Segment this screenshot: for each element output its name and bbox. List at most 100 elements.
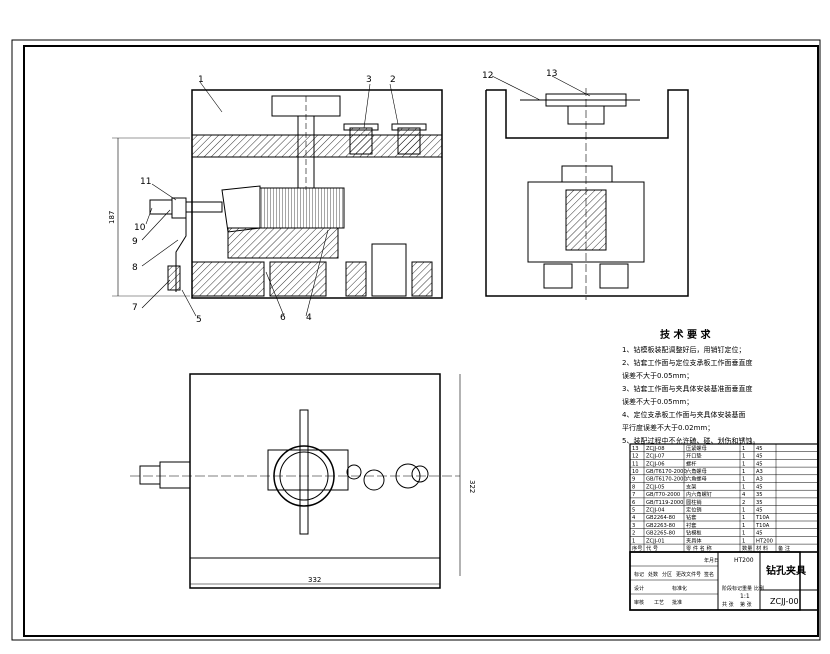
front-section-view: 187 xyxy=(108,89,443,299)
title-label-scale: 比例 xyxy=(754,585,764,592)
bom-cell: 11 xyxy=(632,461,639,467)
callout-13: 13 xyxy=(546,69,557,79)
callout-3: 3 xyxy=(366,75,372,85)
bom-cell: 1 xyxy=(742,446,745,452)
part-callouts: 1 2 3 4 5 6 7 8 9 10 11 12 13 xyxy=(132,69,591,325)
bom-cell: 45 xyxy=(756,454,763,460)
bom-cell: 45 xyxy=(756,446,763,452)
bom-cell: 1 xyxy=(742,538,745,544)
title-label-count: 处数 xyxy=(648,571,658,578)
bom-cell: 1 xyxy=(742,454,745,460)
title-label-stage: 阶段标记 xyxy=(722,585,742,592)
drawing-number: ZCJJ-00 xyxy=(770,597,799,606)
tech-req-title: 技 术 要 求 xyxy=(660,328,711,341)
bom-cell: 1 xyxy=(632,538,635,544)
callout-5: 5 xyxy=(196,315,202,325)
bom-cell: 圆柱销 xyxy=(686,498,702,506)
bom-cell: GB/T119-2000 xyxy=(646,500,683,506)
title-label-design: 设计 xyxy=(634,585,644,592)
bom-cell: 夹具体 xyxy=(686,536,702,544)
callout-12: 12 xyxy=(482,71,493,81)
tech-req-line-6: 4、定位支承板工作面与夹具体安装基面 xyxy=(622,410,745,419)
bom-cell: 定位销 xyxy=(686,506,702,514)
title-label-weight: 重量 xyxy=(742,585,752,592)
bom-cell: 1 xyxy=(742,469,745,475)
bom-cell: 12 xyxy=(632,454,639,460)
plan-view: 332 322 xyxy=(130,373,476,589)
bom-cell: 8 xyxy=(632,484,635,490)
bom-cell: 衬套 xyxy=(686,521,697,529)
title-label-sheet-no: 第 张 xyxy=(740,601,752,608)
title-label-standard: 标准化 xyxy=(672,585,687,592)
bom-cell: 零 件 名 称 xyxy=(686,544,712,552)
bom-cell: ZCJJ-01 xyxy=(646,538,665,544)
callout-11: 11 xyxy=(140,177,151,187)
bom-cell: 45 xyxy=(756,508,763,514)
title-label-process: 工艺 xyxy=(654,600,664,606)
bom-cell: 1 xyxy=(742,461,745,467)
title-label-mark: 标记 xyxy=(634,571,644,578)
bom-cell: 数量 xyxy=(742,544,752,552)
bom-cell: 4 xyxy=(742,492,746,498)
bom-cell: 材 料 xyxy=(756,544,768,552)
drawing-scale: 1:1 xyxy=(740,593,750,600)
tech-req-line-3: 误差不大于0.05mm； xyxy=(622,371,693,380)
drawing-title: 钻孔夹具 xyxy=(766,564,806,577)
bom-cell: ZCJJ-08 xyxy=(646,446,665,452)
dim-height-plan: 322 xyxy=(468,480,476,493)
bom-cell: 压紧螺母 xyxy=(686,444,707,452)
bom-cell: 六角螺母 xyxy=(686,475,707,483)
bom-cell: GB2265-80 xyxy=(646,531,675,537)
bom-cell: A3 xyxy=(756,477,763,483)
bom-cell: 7 xyxy=(632,492,635,498)
dim-height-side: 187 xyxy=(108,211,116,224)
bom-cell: GB/T6170-2000 xyxy=(646,469,687,475)
bom-cell: 6 xyxy=(632,500,635,506)
bom-cell: 4 xyxy=(632,515,636,521)
bom-cell: 备 注 xyxy=(778,544,790,552)
tech-req-line-4: 3、钻套工作面与夹具体安装基准面垂直度 xyxy=(622,384,752,393)
bom-cell: A3 xyxy=(756,469,763,475)
bom-cell: ZCJJ-07 xyxy=(646,454,665,460)
bom-cell: T10A xyxy=(755,515,770,521)
title-label-total-sheets: 共 张 xyxy=(722,601,734,608)
bom-cell: GB/T70-2000 xyxy=(646,492,680,498)
bom-cell: 10 xyxy=(632,469,639,475)
bom-cell: 45 xyxy=(756,531,763,537)
bom-cell: ZCJJ-05 xyxy=(646,484,665,490)
bom-cell: 35 xyxy=(756,492,763,498)
title-label-approve: 批准 xyxy=(672,599,682,606)
bom-cell: 螺杆 xyxy=(686,459,696,467)
bom-cell: 5 xyxy=(632,508,635,514)
title-block: HT200 钻孔夹具 ZCJJ-00 1:1 标记 处数 分区 更改文件号 签名… xyxy=(629,551,819,611)
callout-7: 7 xyxy=(132,303,138,313)
inner-frame xyxy=(23,45,819,637)
bom-cell: 钻套 xyxy=(686,513,697,521)
title-label-change: 更改文件号 xyxy=(676,571,701,578)
callout-4: 4 xyxy=(306,313,312,323)
bom-cell: ZCJJ-04 xyxy=(646,508,665,514)
bom-cell: 六角螺母 xyxy=(686,467,707,475)
bom-cell: 1 xyxy=(742,531,745,537)
callout-8: 8 xyxy=(132,263,138,273)
callout-6: 6 xyxy=(280,313,286,323)
bom-cell: 45 xyxy=(756,484,763,490)
bom-cell: 开口垫 xyxy=(686,452,702,460)
tech-req-line-1: 1、钻模板装配调整好后，用销钉定位； xyxy=(622,345,745,354)
technical-requirements: 技 术 要 求 1、钻模板装配调整好后，用销钉定位； 2、钻套工作面与定位支承板… xyxy=(622,328,759,445)
bom-cell: 1 xyxy=(742,523,745,529)
bom-cell: 3 xyxy=(632,523,635,529)
outer-frame xyxy=(11,39,821,641)
title-label-date: 年月日 xyxy=(704,557,719,564)
bom-cell: 9 xyxy=(632,477,635,483)
title-label-sign: 签名 xyxy=(704,571,714,578)
bom-cell: HT200 xyxy=(756,538,773,544)
callout-2: 2 xyxy=(390,75,396,85)
callout-1: 1 xyxy=(198,75,204,85)
tech-req-line-7: 平行度误差不大于0.02mm； xyxy=(622,423,714,432)
title-label-review: 审核 xyxy=(634,599,644,606)
bom-cell: GB2264-80 xyxy=(646,515,675,521)
